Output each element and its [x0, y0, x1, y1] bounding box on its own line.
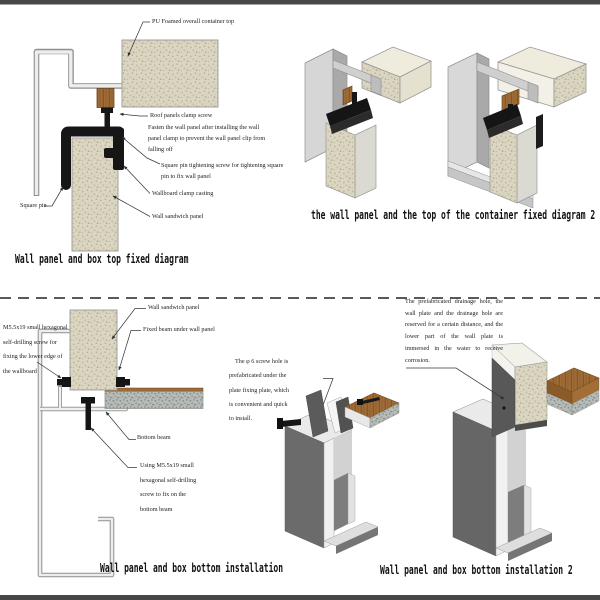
wallboard-clamp-casting	[483, 104, 523, 138]
leader-line	[105, 411, 136, 440]
floor-slab	[546, 367, 600, 416]
hex-screw-left	[57, 377, 71, 387]
title-bottom-installation-2: Wall panel and box bottom installation 2	[380, 562, 573, 577]
label-drainage-note: The prefabricated drainage hole, the wal…	[405, 298, 503, 364]
roof-clamp-screw	[101, 107, 113, 132]
floor-slab	[104, 387, 204, 409]
label-fasten-note: Fasten the wall panel after installing t…	[148, 124, 266, 153]
title-top-fixed-diagram: Wall panel and box top fixed diagram	[15, 251, 189, 266]
wallboard-clamp-casting	[326, 98, 373, 134]
floor-slab	[344, 392, 400, 429]
square-pin-hook	[61, 126, 124, 190]
leader-line	[90, 427, 137, 468]
leader-line	[406, 367, 505, 400]
label-square-pin: Square pin	[20, 202, 47, 209]
q4-iso-view-2	[406, 342, 600, 561]
q3-bottom-installation-section	[36, 308, 334, 578]
label-wallboard-clamp: Wallboard clamp casting	[152, 190, 214, 197]
label-wall-sandwich-bottom: Wall sandwich panel	[148, 304, 200, 311]
pu-foam-cube	[361, 46, 432, 104]
bottom-rail-profile	[37, 328, 115, 578]
leader-line	[44, 186, 64, 207]
q2-iso-view-2	[447, 46, 588, 209]
leader-line	[111, 308, 146, 340]
container-top-shelf	[332, 59, 382, 96]
container-edge-profile	[33, 48, 122, 196]
leader-line	[36, 361, 62, 379]
drainage-hole	[502, 406, 506, 410]
label-roof-clamp-screw: Roof panels clamp screw	[150, 112, 213, 119]
label-fixed-beam: Fixed beam under wall panel	[143, 326, 215, 333]
clamp-screw	[352, 92, 357, 109]
q4-iso-view-1	[277, 389, 400, 554]
wall-sandwich-panel	[489, 123, 538, 204]
wood-clamp-block	[96, 88, 115, 108]
bottom-bar	[0, 595, 600, 600]
top-bar	[0, 0, 600, 5]
label-square-pin-screw: Square pin tightening screw for tighteni…	[161, 162, 284, 180]
bottom-fixing-screw	[81, 397, 95, 430]
wall-sandwich-panel	[325, 122, 377, 199]
leader-line	[121, 136, 161, 165]
leader-line	[112, 195, 151, 217]
leader-line	[118, 330, 141, 371]
q2-iso-view-1	[304, 46, 432, 199]
title-bottom-installation: Wall panel and box bottom installation	[100, 560, 284, 575]
label-hex-screw-bottom: Using M5.5x19 small hexagonal self-drill…	[140, 462, 197, 513]
label-hex-screw-edge: M5.5x19 small hexagonal self-drilling sc…	[3, 324, 68, 375]
bottom-rail-channel	[284, 412, 379, 554]
q1-top-fixed-section	[33, 21, 219, 252]
leader-line	[123, 165, 151, 194]
fixing-bolt	[277, 418, 301, 429]
wall-plate-left	[305, 389, 329, 438]
leader-line	[127, 21, 150, 57]
q1-leader-lines	[44, 21, 161, 217]
square-pin-hook	[536, 114, 543, 149]
label-wall-sandwich-top: Wall sandwich panel	[152, 213, 204, 220]
container-top-shelf	[476, 61, 539, 104]
pu-foam-block	[121, 39, 219, 108]
screw-on-floor	[357, 397, 380, 405]
label-pu-foam: PU Foamed overall container top	[152, 18, 235, 25]
label-screw-hole-note: The φ 6 screw hole is prefabricated unde…	[229, 358, 290, 423]
hex-screw-right	[116, 377, 130, 387]
leader-line	[119, 112, 148, 117]
wallboard-clamp-casting	[61, 126, 124, 190]
label-bottom-beam: Bottom beam	[137, 434, 171, 441]
caption-top-fixed-diagram-2: the wall panel and the top of the contai…	[311, 207, 596, 222]
wall-sandwich-panel	[69, 309, 118, 391]
bottom-rail-channel	[452, 398, 553, 561]
q3-leader-lines	[36, 308, 334, 468]
